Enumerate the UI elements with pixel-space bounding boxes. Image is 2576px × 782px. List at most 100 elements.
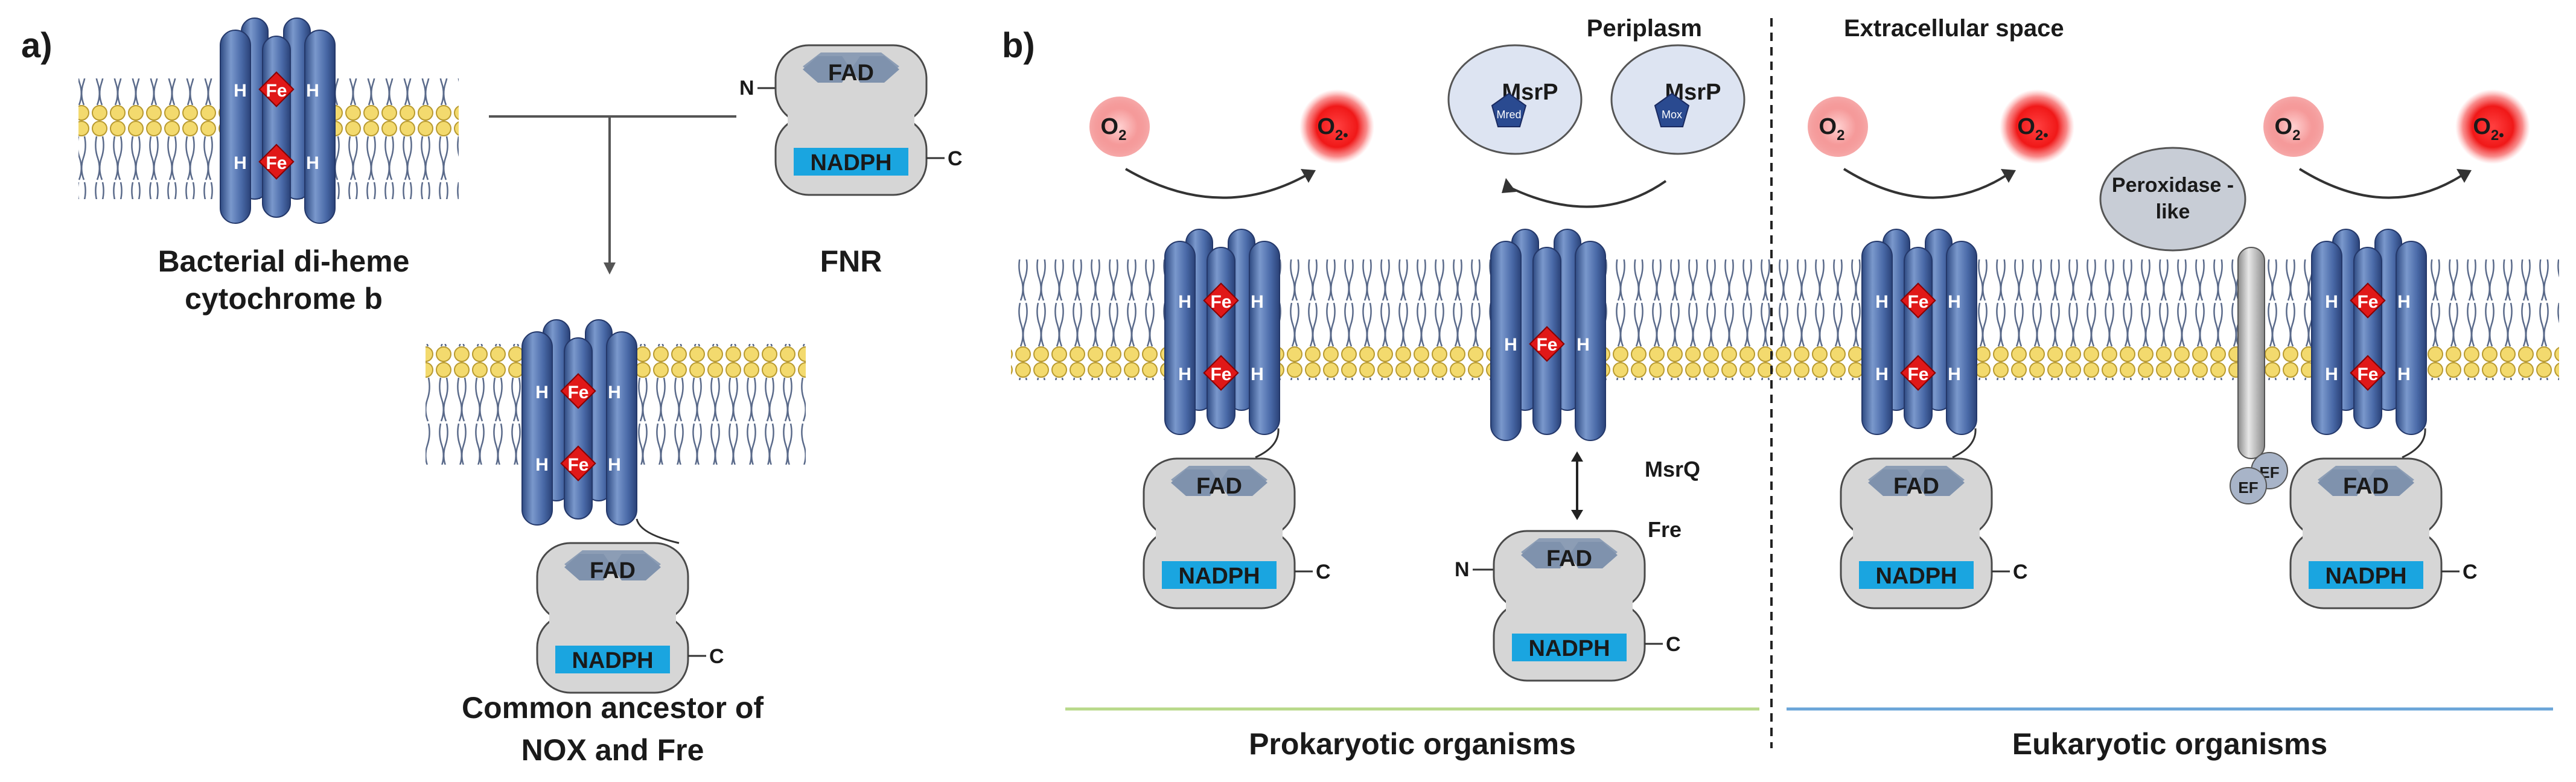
oxygen-molecule xyxy=(1089,97,1150,157)
heme-label: Fe xyxy=(2357,364,2378,384)
fad-label: FAD xyxy=(2343,474,2389,499)
superoxide-molecule xyxy=(1299,89,1374,164)
histidine-label: H xyxy=(1577,335,1590,355)
msrq-helix-bundle xyxy=(1490,229,1606,441)
c-terminus: C xyxy=(709,645,724,668)
nox-helix-bundle xyxy=(2311,229,2427,435)
histidine-label: H xyxy=(1948,364,1961,384)
peroxidase-label: like xyxy=(2156,200,2190,223)
heme-label: Fe xyxy=(266,153,287,173)
fad-label: FAD xyxy=(1196,474,1242,499)
fad-label: FAD xyxy=(590,558,636,583)
heme-label: Fe xyxy=(1210,364,1231,384)
cytochrome-helix-bundle xyxy=(220,17,336,224)
nox-helix-bundle xyxy=(1164,229,1280,435)
heme-label: Fe xyxy=(567,455,588,475)
heme-label: Fe xyxy=(1907,364,1928,384)
histidine-label: H xyxy=(535,455,549,475)
histidine-label: H xyxy=(234,153,247,173)
fre-label: Fre xyxy=(1648,517,1682,542)
o2-label: O2 xyxy=(1819,114,1845,144)
histidine-label: H xyxy=(608,383,621,402)
histidine-label: H xyxy=(535,383,549,402)
ef-label: EF xyxy=(2238,478,2258,497)
nadph-label: NADPH xyxy=(572,648,653,673)
panel-b: b) Periplasm Extracellular space O2 O2• … xyxy=(1002,15,2559,761)
arrow-head xyxy=(604,262,616,275)
reaction-arrow xyxy=(1508,180,1667,208)
heme-label: Fe xyxy=(1210,292,1231,312)
ancestor-label: NOX and Fre xyxy=(521,733,704,767)
oxygen-molecule xyxy=(2263,97,2324,157)
fad-label: FAD xyxy=(1546,546,1592,571)
histidine-label: H xyxy=(1178,292,1191,312)
heme-label: Fe xyxy=(2357,292,2378,312)
n-terminus: N xyxy=(1455,558,1470,581)
superoxide-label: O2• xyxy=(2017,114,2048,144)
ef-hand xyxy=(2230,467,2267,504)
histidine-label: H xyxy=(1178,364,1191,384)
extracellular-label: Extracellular space xyxy=(1844,15,2064,42)
c-terminus: C xyxy=(1316,561,1331,583)
heme-label: Fe xyxy=(1536,335,1557,355)
nadph-label: NADPH xyxy=(2325,564,2406,589)
superoxide-label: O2• xyxy=(2473,114,2504,144)
reaction-arrow xyxy=(1843,168,2008,199)
msrq-label: MsrQ xyxy=(1645,457,1700,482)
heme-label: Fe xyxy=(1907,292,1928,312)
mox-pentagon xyxy=(1654,92,1690,127)
nadph-label: NADPH xyxy=(1178,564,1260,589)
mred-label: Mred xyxy=(1496,109,1521,121)
histidine-label: H xyxy=(1948,292,1961,312)
histidine-label: H xyxy=(234,81,247,101)
panel-a: a) Fe Fe H H H H Bacterial di-heme cytoc… xyxy=(21,17,963,767)
histidine-label: H xyxy=(2397,364,2411,384)
o2-label: O2 xyxy=(1101,114,1127,144)
histidine-label: H xyxy=(1875,292,1889,312)
reaction-arrow xyxy=(1124,168,1307,199)
periplasm-label: Periplasm xyxy=(1587,15,1702,42)
ancestor-helix-bundle xyxy=(521,319,637,526)
ancestor-label: Common ancestor of xyxy=(462,691,764,725)
heme-label: Fe xyxy=(567,383,588,402)
peroxidase-label: Peroxidase - xyxy=(2112,174,2234,197)
superoxide-label: O2• xyxy=(1317,114,1348,144)
histidine-label: H xyxy=(1875,364,1889,384)
nox-helix-bundle xyxy=(1861,229,1977,435)
cytochrome-label: Bacterial di-heme xyxy=(158,244,410,278)
fad-label: FAD xyxy=(828,60,874,86)
c-terminus: C xyxy=(2463,561,2478,583)
fnr-label: FNR xyxy=(820,244,882,278)
oxygen-molecule xyxy=(1808,97,1868,157)
panel-b-label: b) xyxy=(1002,26,1035,65)
o2-label: O2 xyxy=(2275,114,2301,144)
histidine-label: H xyxy=(1504,335,1517,355)
histidine-label: H xyxy=(2325,364,2338,384)
eukaryotic-label: Eukaryotic organisms xyxy=(2012,727,2327,761)
mox-label: Mox xyxy=(1662,109,1682,121)
c-terminus: C xyxy=(2013,561,2028,583)
superoxide-molecule xyxy=(2000,89,2074,164)
transmembrane-helix xyxy=(2237,247,2265,459)
reaction-arrow xyxy=(2298,168,2464,199)
histidine-label: H xyxy=(2397,292,2411,312)
c-terminus: C xyxy=(1666,633,1681,656)
c-terminus: C xyxy=(948,147,963,170)
histidine-label: H xyxy=(306,81,319,101)
peroxidase-domain xyxy=(2099,147,2246,252)
heme-label: Fe xyxy=(266,81,287,101)
mred-pentagon xyxy=(1491,92,1527,127)
superoxide-molecule xyxy=(2455,89,2530,164)
fad-label: FAD xyxy=(1893,474,1939,499)
nadph-label: NADPH xyxy=(1528,636,1610,661)
n-terminus: N xyxy=(739,77,754,100)
nadph-label: NADPH xyxy=(1875,564,1957,589)
histidine-label: H xyxy=(306,153,319,173)
cytochrome-label: cytochrome b xyxy=(185,282,383,316)
panel-a-label: a) xyxy=(21,26,53,65)
histidine-label: H xyxy=(1251,364,1264,384)
nadph-label: NADPH xyxy=(810,150,891,176)
histidine-label: H xyxy=(2325,292,2338,312)
histidine-label: H xyxy=(1251,292,1264,312)
